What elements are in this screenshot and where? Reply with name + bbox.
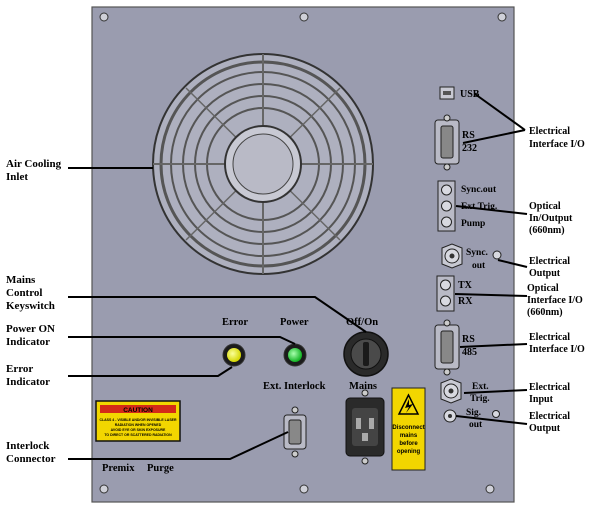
error-indicator-callout: Error — [6, 363, 33, 375]
keyswitch — [343, 331, 389, 377]
warning-line: before — [399, 441, 418, 447]
warning-line: mains — [400, 433, 418, 439]
purge-label: Purge — [147, 463, 174, 474]
panel-screws — [99, 12, 507, 494]
electrical-interface-io-callout: Electrical — [529, 332, 570, 343]
power-on-indicator-callout: Indicator — [6, 336, 50, 348]
electrical-output-callout: Output — [529, 423, 561, 434]
interlock-connector — [283, 406, 307, 458]
caution-label: CAUTION CLASS 4 - VISIBLE AND/OR INVISIB… — [95, 400, 181, 442]
leader-lines — [68, 93, 528, 460]
electrical-output-callout: Output — [529, 268, 561, 279]
screw-icon — [99, 12, 109, 22]
rs485-connector — [434, 319, 460, 376]
mains-control-keyswitch-callout: Mains — [6, 274, 36, 286]
disconnect-warning-label: Disconnect mains before opening — [391, 387, 426, 471]
rs232-label: 232 — [462, 143, 477, 154]
lightning-icon — [405, 399, 413, 413]
ext-trig-bnc — [440, 378, 462, 404]
sync-out-label: Sync.out — [461, 185, 497, 195]
pump-label: Pump — [461, 219, 485, 229]
interlock-connector-callout: Interlock — [6, 440, 50, 452]
mains-control-keyswitch-callout: Control — [6, 287, 42, 299]
ext-trig-label: Ext.Trig. — [461, 202, 497, 212]
usb-label: USB — [460, 89, 480, 100]
rs485-label: 485 — [462, 347, 477, 358]
caution-title: CAUTION — [123, 407, 153, 414]
sync-out2-label: out — [472, 261, 486, 271]
mains-label: Mains — [349, 381, 377, 392]
power-led-lens — [288, 348, 302, 362]
rs232-label: RS — [462, 130, 475, 141]
electrical-interface-io-callout: Electrical — [529, 126, 570, 137]
off-on-label: Off/On — [346, 317, 378, 328]
mains-control-keyswitch-callout: Keyswitch — [6, 300, 55, 312]
tx-label: TX — [458, 280, 473, 291]
electrical-interface-io-callout: Interface I/O — [529, 344, 585, 355]
rs232-connector — [434, 114, 460, 171]
right-connectors — [434, 86, 502, 423]
caution-line: TO DIRECT OR SCATTERED RADIATION — [104, 433, 172, 437]
panel-labels: USB RS 232 Sync.out Ext.Trig. Pump Sync.… — [102, 89, 497, 474]
electrical-output-callout: Electrical — [529, 256, 570, 267]
screw-icon — [492, 410, 500, 418]
caution-line: CLASS 4 - VISIBLE AND/OR INVISIBLE LASER — [99, 418, 177, 422]
error-indicator-callout: Indicator — [6, 376, 50, 388]
screw-icon — [497, 12, 507, 22]
air-cooling-inlet-callout: Air Cooling — [6, 158, 62, 170]
interlock-connector-callout: Connector — [6, 453, 56, 465]
error-led-lens — [227, 348, 241, 362]
sig-out-connector — [443, 409, 457, 423]
sync-out-bnc — [441, 243, 502, 269]
air-cooling-inlet-callout: Inlet — [6, 171, 28, 183]
cooling-fan — [152, 53, 374, 275]
screw-icon — [99, 484, 109, 494]
power-on-indicator-callout: Power ON — [6, 323, 55, 335]
screw-icon — [299, 484, 309, 494]
electrical-input-callout: Input — [529, 394, 554, 405]
premix-label: Premix — [102, 463, 135, 474]
sync-out2-label: Sync. — [466, 248, 488, 258]
optical-interface-io-callout: (660nm) — [527, 307, 563, 318]
ext-interlock-label: Ext. Interlock — [263, 381, 326, 392]
power-label: Power — [280, 317, 309, 328]
screw-icon — [485, 484, 495, 494]
warning-line: opening — [397, 449, 421, 455]
rx-label: RX — [458, 296, 473, 307]
sig-out-label: out — [469, 420, 483, 430]
electrical-interface-io-callout: Interface I/O — [529, 139, 585, 150]
optical-in-output-callout: (660nm) — [529, 225, 565, 236]
optical-interface-io-callout: Optical — [527, 283, 559, 294]
error-label: Error — [222, 317, 248, 328]
rs485-label: RS — [462, 334, 475, 345]
sig-out-label: Sig. — [466, 408, 481, 418]
ext-trig2-label: Trig. — [470, 394, 490, 404]
ext-trig2-label: Ext. — [472, 382, 489, 392]
optical-in-output-callout: Optical — [529, 201, 561, 212]
callouts-right: Electrical Interface I/O Optical In/Outp… — [527, 126, 585, 434]
electrical-input-callout: Electrical — [529, 382, 570, 393]
screw-icon — [299, 12, 309, 22]
optical-io-ports — [437, 180, 456, 232]
optical-interface-io-callout: Interface I/O — [527, 295, 583, 306]
caution-line: RADIATION WHEN OPENED — [115, 423, 162, 427]
electrical-output-callout: Electrical — [529, 411, 570, 422]
mains-socket — [345, 389, 385, 465]
tx-rx-ports — [436, 275, 455, 312]
optical-in-output-callout: In/Output — [529, 213, 573, 224]
warning-line: Disconnect — [392, 425, 424, 431]
caution-line: AVOID EYE OR SKIN EXPOSURE — [111, 428, 166, 432]
callouts-left: Air Cooling Inlet Mains Control Keyswitc… — [6, 158, 62, 465]
